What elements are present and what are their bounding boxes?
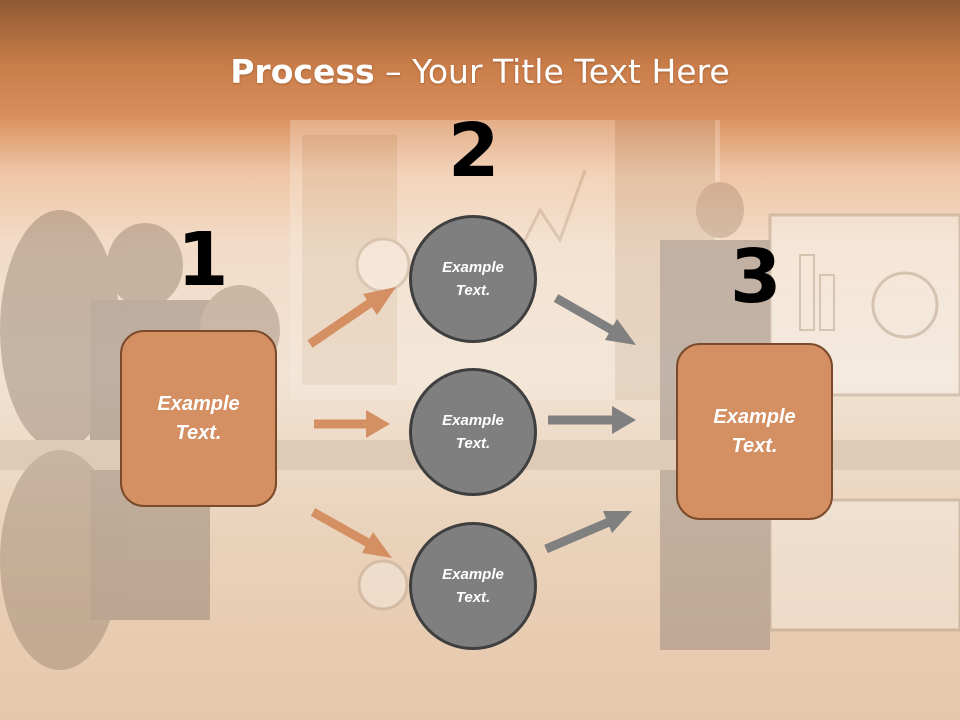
- step-box-1-text: Example Text.: [157, 392, 240, 444]
- process-circle-bottom: Example Text.: [409, 522, 537, 650]
- process-circle-top-text: Example Text.: [442, 259, 504, 299]
- process-circle-top: Example Text.: [409, 215, 537, 343]
- step-box-3: Example Text.: [676, 343, 833, 520]
- step-number-3: 3: [730, 234, 782, 320]
- title-bold: Process: [230, 52, 375, 91]
- step-box-3-text: Example Text.: [713, 405, 796, 457]
- process-circle-middle: Example Text.: [409, 368, 537, 496]
- step-box-1: Example Text.: [120, 330, 277, 507]
- slide-title: Process – Your Title Text Here: [0, 52, 960, 91]
- right-arrow-icon: [310, 508, 392, 558]
- right-arrow-icon: [314, 410, 390, 438]
- step-number-2: 2: [448, 108, 500, 194]
- right-arrow-icon: [544, 511, 632, 554]
- title-rest: – Your Title Text Here: [374, 52, 730, 91]
- process-circle-middle-text: Example Text.: [442, 412, 504, 452]
- right-arrow-icon: [548, 406, 636, 434]
- right-arrow-icon: [307, 287, 396, 348]
- process-circle-bottom-text: Example Text.: [442, 566, 504, 606]
- right-arrow-icon: [553, 294, 636, 345]
- step-number-1: 1: [177, 217, 229, 303]
